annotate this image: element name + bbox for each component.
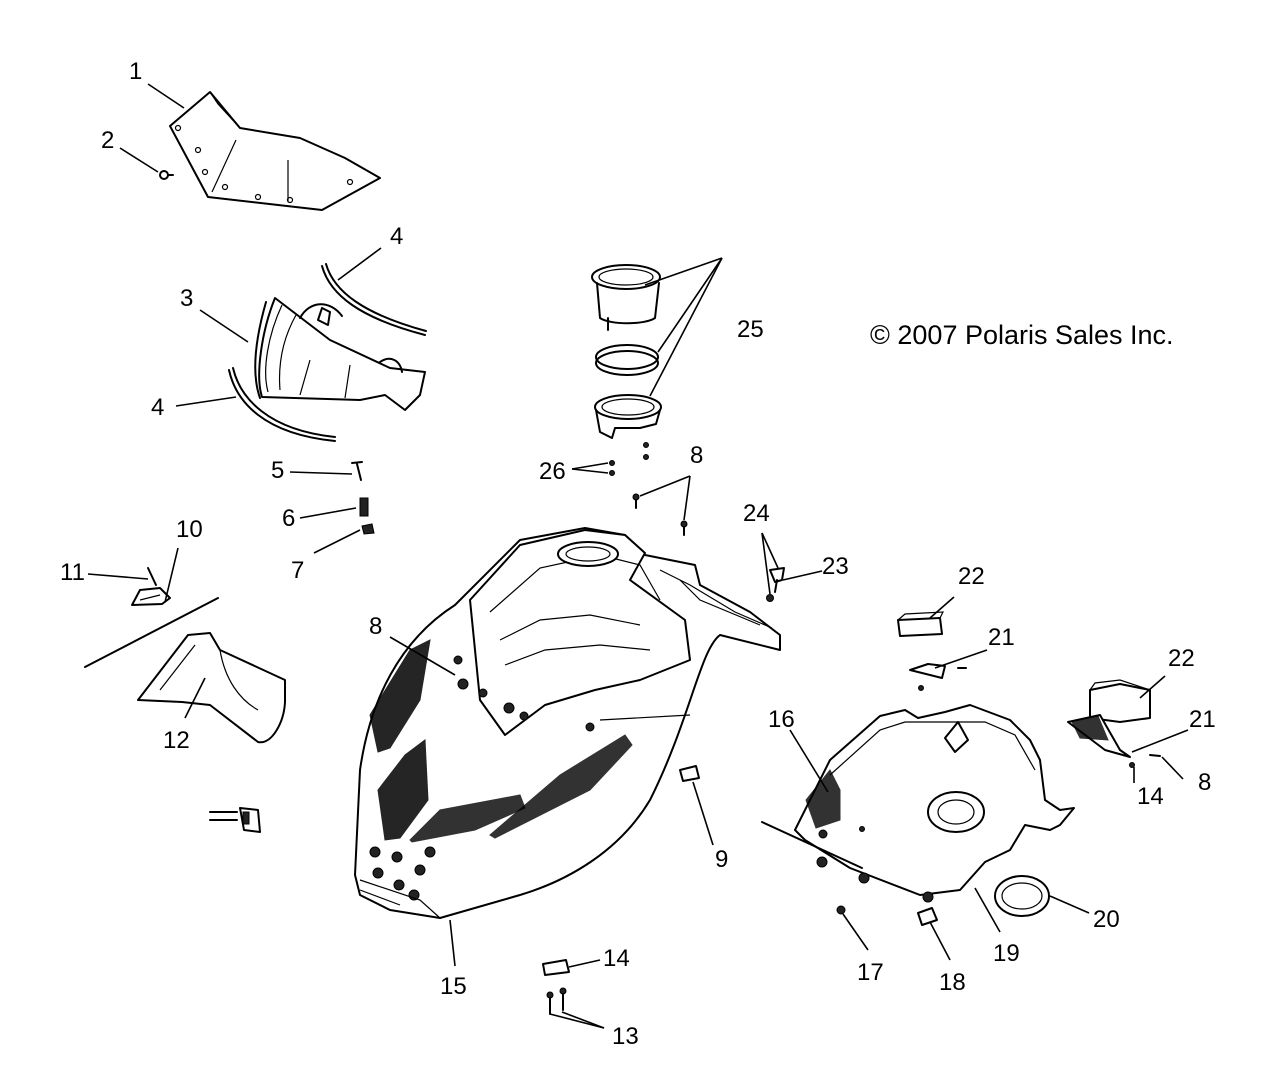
hood-latch-bracket-part (209, 807, 261, 833)
callout-8-right: 8 (1198, 769, 1211, 796)
callout-20: 20 (1093, 906, 1120, 933)
callout-8-top: 8 (690, 442, 703, 469)
callout-17: 17 (857, 959, 884, 986)
callout-19: 19 (993, 940, 1020, 967)
callout-22-lower: 22 (1168, 645, 1195, 672)
callout-22-upper: 22 (958, 563, 985, 590)
latch-plate-part (542, 959, 570, 976)
belly-pan-part (794, 704, 1075, 903)
side-bracket-lower-part (1067, 714, 1161, 768)
centerline-left (84, 597, 219, 668)
centerline-right (761, 821, 863, 869)
hood-part (354, 527, 781, 919)
callout-6: 6 (282, 505, 295, 532)
latch-pins-part (546, 987, 567, 1015)
foam-pad-lower-part (1089, 679, 1151, 723)
foam-pad-upper-part (897, 611, 944, 637)
headlight-part (254, 297, 426, 411)
callout-7: 7 (291, 557, 304, 584)
gauge-fasteners-part (609, 442, 649, 476)
callout-4-upper: 4 (390, 223, 403, 250)
callout-23: 23 (822, 553, 849, 580)
clip-part (361, 523, 375, 535)
windshield-screw-part (159, 170, 174, 180)
callout-11: 11 (60, 559, 85, 586)
windshield-part (169, 91, 381, 211)
mirror-screw-part (147, 567, 157, 586)
callout-10: 10 (176, 516, 203, 543)
hood-screws-part (632, 493, 688, 536)
copyright-notice: © 2007 Polaris Sales Inc. (870, 320, 1174, 350)
spring-part (359, 497, 369, 517)
callout-9: 9 (715, 846, 728, 873)
callout-26: 26 (539, 458, 566, 485)
callout-labels: 1 2 3 4 4 5 6 7 8 8 8 9 10 11 12 13 14 1… (60, 58, 1216, 1050)
bracket-bolt-part (766, 567, 785, 602)
callout-16: 16 (768, 706, 795, 733)
mirror-cap-part (131, 587, 171, 606)
callout-25: 25 (737, 316, 764, 343)
leader-lines (87, 83, 1189, 1029)
callout-2: 2 (101, 127, 114, 154)
callout-8-hood: 8 (369, 613, 382, 640)
callout-4-lower: 4 (151, 394, 164, 421)
callout-5: 5 (271, 457, 284, 484)
gauge-bezel-part (594, 394, 662, 439)
callout-15: 15 (440, 973, 467, 1000)
gauge-housing-part (591, 264, 661, 331)
callout-1: 1 (129, 58, 142, 85)
hand-guard-part (137, 632, 286, 744)
grommet-part (994, 875, 1050, 917)
hood-clip-part (679, 765, 700, 782)
adjuster-screw-part (351, 461, 363, 481)
callout-24: 24 (743, 500, 770, 527)
callout-13: 13 (612, 1023, 639, 1050)
callout-12: 12 (163, 727, 190, 754)
side-bracket-upper-part (909, 663, 967, 691)
gauge-ring-part (595, 344, 659, 376)
headlight-trim-lower-part (228, 367, 336, 442)
callout-21-upper: 21 (988, 624, 1015, 651)
callout-14-lower: 14 (603, 945, 630, 972)
headlight-trim-upper-part (321, 263, 427, 336)
belly-pan-clip-part (917, 907, 938, 926)
belly-pan-nut-part (836, 905, 846, 915)
callout-21-lower: 21 (1189, 706, 1216, 733)
callout-18: 18 (939, 969, 966, 996)
callout-3: 3 (180, 285, 193, 312)
callout-14-right: 14 (1137, 783, 1164, 810)
